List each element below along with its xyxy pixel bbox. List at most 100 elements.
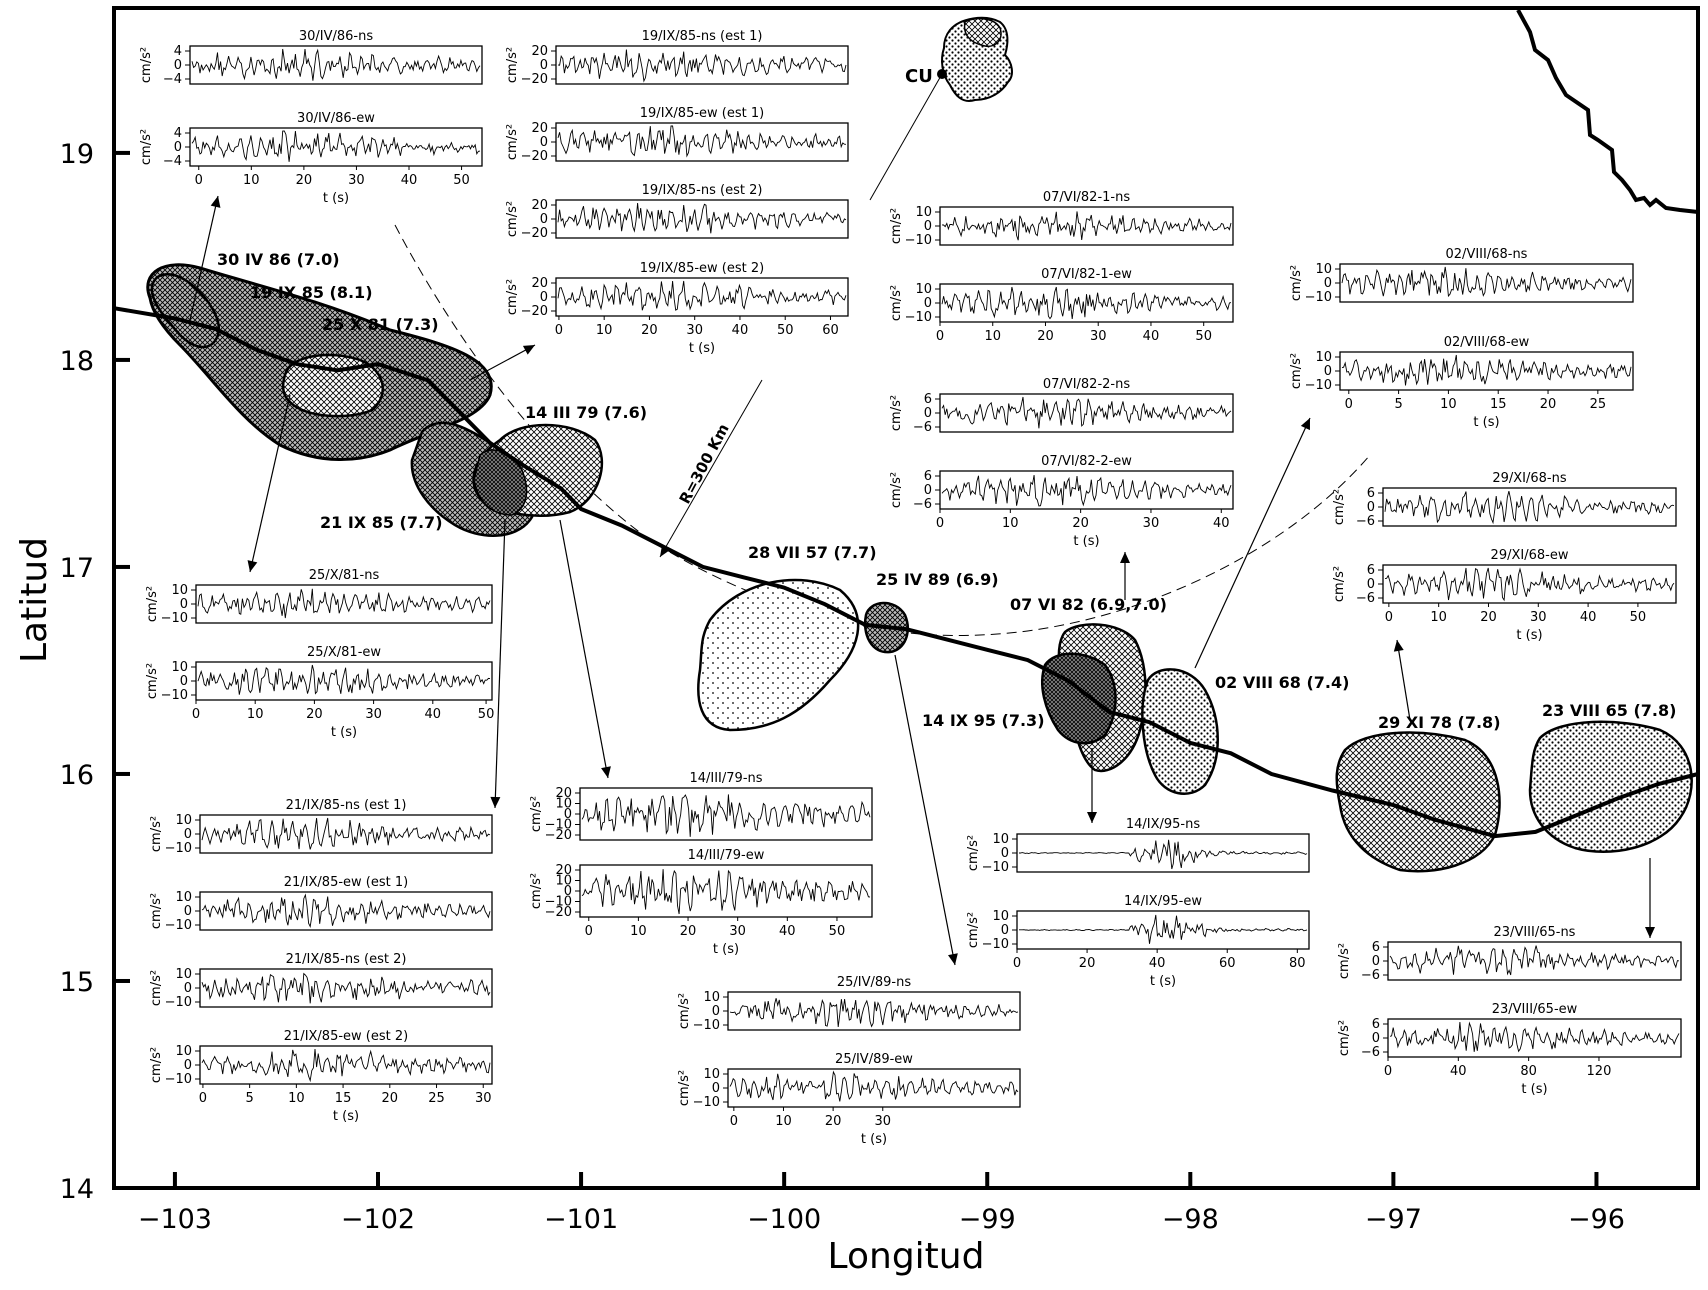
accelerogram-y-tick-label: −20 [521, 226, 548, 241]
accelerogram-title: 02/VIII/68-ew [1444, 335, 1530, 350]
accelerogram-y-tick-label: −10 [1305, 378, 1332, 393]
accelerogram-units-label: cm/s² [505, 47, 520, 83]
accelerogram-box [1339, 351, 1634, 391]
accelerogram-trace [557, 49, 847, 83]
accelerogram-box [579, 787, 873, 841]
accelerogram-x-tick-label: 30 [874, 1114, 891, 1129]
accelerogram-y-tick-label: 10 [1315, 262, 1332, 277]
accelerogram-units-label: cm/s² [1337, 943, 1352, 979]
accelerogram-x-tick-label: 40 [401, 173, 418, 188]
accelerogram-trace [1389, 1021, 1680, 1053]
accelerogram-x-tick-label: 0 [1345, 397, 1353, 412]
x-axis-title: Longitud [828, 1236, 985, 1277]
accelerogram-box [727, 1068, 1021, 1108]
event-label-14-ix-95: 14 IX 95 (7.3) [922, 711, 1045, 730]
mexico-city-outline [941, 16, 1013, 102]
accelerogram-units-label: cm/s² [1337, 1020, 1352, 1056]
accelerogram-units-label: cm/s² [889, 208, 904, 244]
accelerogram-y-tick-label: 0 [1324, 364, 1332, 379]
accelerogram-units-label: cm/s² [1289, 265, 1304, 301]
accelerogram-y-tick-label: 0 [924, 406, 932, 421]
radius-arc [394, 224, 1371, 636]
accelerogram-x-tick-label: 20 [641, 323, 658, 338]
x-tick-label: −100 [747, 1204, 821, 1235]
accelerogram-x-tick-label: 20 [1540, 397, 1557, 412]
accelerogram-units-label: cm/s² [966, 835, 981, 871]
accelerogram-units-label: cm/s² [1332, 489, 1347, 525]
leader-line [1194, 417, 1311, 669]
accelerogram-title: 21/IX/85-ew (est 1) [284, 875, 408, 890]
accelerogram-y-tick-label: 10 [175, 1044, 192, 1059]
accelerogram-x-tick-label: 30 [365, 707, 382, 722]
zone-02-viii-68 [1141, 668, 1219, 795]
event-label-25-x-81: 25 X 81 (7.3) [322, 315, 439, 334]
accelerogram-x-tick-label: 15 [335, 1091, 352, 1106]
accelerogram-x-tick-label: 10 [1430, 610, 1447, 625]
accelerogram-y-tick-label: −10 [982, 937, 1009, 952]
accelerogram-y-tick-label: −10 [905, 310, 932, 325]
accelerogram-x-tick-label: 80 [1520, 1064, 1537, 1079]
accelerogram-y-tick-label: 10 [555, 797, 572, 812]
accelerogram-units-label: cm/s² [1289, 353, 1304, 389]
accelerogram-y-tick-label: −10 [165, 1072, 192, 1087]
accelerogram-y-tick-label: −10 [165, 995, 192, 1010]
accelerogram-y-tick-label: 20 [531, 44, 548, 59]
accelerogram-trace [197, 664, 491, 695]
accelerogram-x-tick-label: 10 [243, 173, 260, 188]
accelerogram-trace [729, 998, 1019, 1028]
zone-25-x-81 [281, 353, 384, 418]
accelerogram-x-label: t (s) [331, 725, 357, 740]
accelerogram-title: 19/IX/85-ns (est 1) [642, 29, 763, 44]
y-tick-label: 18 [60, 346, 94, 377]
accelerogram-trace [201, 893, 491, 928]
leader-line [249, 394, 291, 573]
accelerogram-y-tick-label: 0 [924, 296, 932, 311]
accelerogram-x-label: t (s) [1073, 534, 1099, 549]
accelerogram-y-tick-label: 0 [1372, 954, 1380, 969]
accelerogram-y-tick-label: 0 [184, 1058, 192, 1073]
accelerogram-title: 07/VI/82-1-ns [1043, 190, 1130, 205]
accelerogram-title: 21/IX/85-ns (est 2) [286, 952, 407, 967]
accelerogram-y-tick-label: 0 [712, 1004, 720, 1019]
accelerogram-title: 14/III/79-ew [688, 848, 765, 863]
accelerogram-y-tick-label: 10 [703, 990, 720, 1005]
accelerogram-x-tick-label: 0 [199, 1091, 207, 1106]
event-labels: 30 IV 86 (7.0) 19 IX 85 (8.1) 25 X 81 (7… [217, 250, 1676, 732]
accelerogram-title: 14/IX/95-ns [1126, 817, 1201, 832]
accelerogram-y-tick-label: 6 [924, 392, 932, 407]
accelerogram-x-tick-label: 50 [478, 707, 495, 722]
accelerogram-units-label: cm/s² [149, 816, 164, 852]
accelerogram-units-label: cm/s² [529, 873, 544, 909]
leader-arrowhead [247, 560, 258, 572]
x-axis-ticks: −103−102−101−100−99−98−97−96 [138, 1172, 1625, 1235]
leader-line [559, 519, 609, 779]
accelerogram-y-tick-label: 6 [1367, 486, 1375, 501]
accelerogram-units-label: cm/s² [145, 663, 160, 699]
leader-arrowhead [601, 766, 611, 778]
accelerogram-x-tick-label: 40 [1213, 516, 1230, 531]
accelerogram-title: 14/III/79-ns [689, 771, 762, 786]
accelerogram-units-label: cm/s² [149, 970, 164, 1006]
accelerogram-trace [941, 396, 1232, 429]
accelerogram-title: 23/VIII/65-ns [1494, 925, 1576, 940]
accelerogram-y-tick-label: 0 [564, 884, 572, 899]
accelerogram-y-tick-label: 10 [992, 832, 1009, 847]
accelerogram-y-tick-label: −6 [913, 497, 932, 512]
accelerogram-units-label: cm/s² [677, 1070, 692, 1106]
accelerogram-trace [197, 588, 491, 619]
accelerogram-units-label: cm/s² [1332, 566, 1347, 602]
accelerogram-x-label: t (s) [713, 942, 739, 957]
accelerogram-units-label: cm/s² [505, 279, 520, 315]
accelerogram-x-label: t (s) [323, 191, 349, 206]
leader-arrowhead [1393, 640, 1404, 652]
accelerogram-y-tick-label: −20 [521, 72, 548, 87]
accelerogram-trace [1384, 490, 1675, 525]
accelerogram-x-tick-label: 60 [822, 323, 839, 338]
x-tick-label: −99 [959, 1204, 1016, 1235]
accelerogram-box [555, 199, 849, 239]
accelerogram-x-tick-label: 120 [1587, 1064, 1612, 1079]
